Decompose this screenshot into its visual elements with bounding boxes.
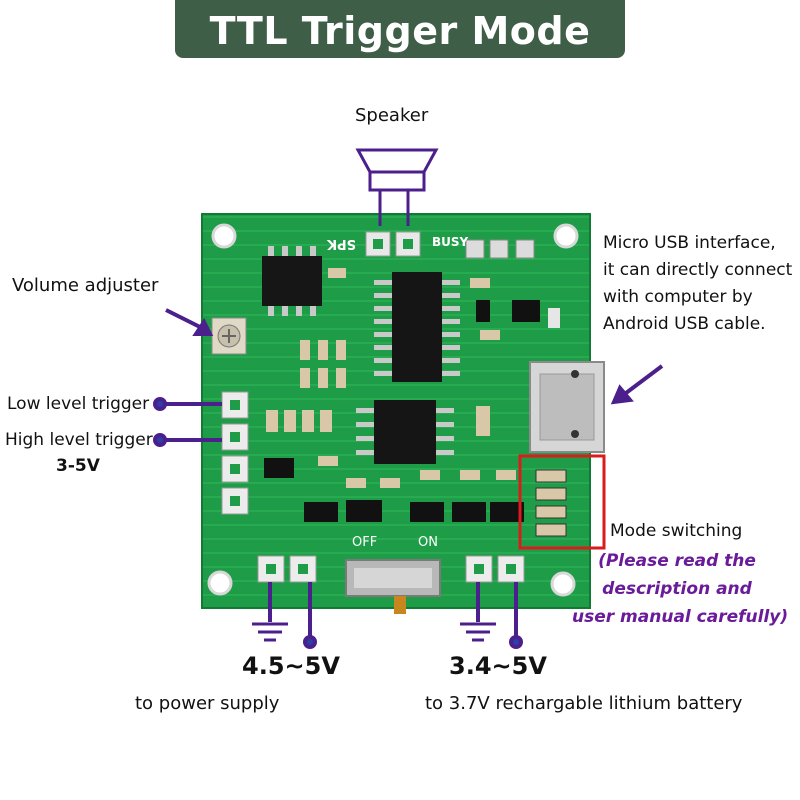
usb-line-2: it can directly connect	[603, 260, 793, 280]
usb-line-3: with computer by	[603, 287, 753, 307]
battery-caption: to 3.7V rechargable lithium battery	[425, 693, 743, 714]
mode-note-line-1: (Please read the	[598, 551, 756, 571]
micro-usb-connector	[529, 361, 605, 453]
usb-arrow	[620, 364, 664, 398]
power-voltage-label: 4.5~5V	[242, 652, 340, 680]
mode-highlight-box	[518, 454, 606, 550]
power-caption: to power supply	[135, 693, 280, 714]
smd-components	[264, 268, 560, 522]
arrows	[165, 308, 664, 405]
mode-switching-label: Mode switching	[610, 521, 743, 541]
mode-resistors	[535, 469, 567, 537]
silk-busy: BUSY	[432, 235, 469, 249]
speaker-icon	[355, 148, 439, 226]
trigger-pads	[221, 391, 249, 515]
ic-flash	[356, 400, 454, 464]
trigger-voltage-label: 3-5V	[56, 456, 100, 476]
silk-off: OFF	[352, 535, 377, 550]
potentiometer	[211, 317, 247, 355]
top-right-pads	[465, 239, 535, 259]
slide-switch	[345, 559, 441, 614]
usb-description: Micro USB interface, it can directly con…	[603, 230, 792, 338]
volume-adjuster-label: Volume adjuster	[12, 275, 159, 296]
speaker-label: Speaker	[355, 105, 429, 126]
trigger-leads	[153, 397, 222, 447]
usb-line-1: Micro USB interface,	[603, 233, 776, 253]
title-banner: TTL Trigger Mode	[175, 0, 625, 58]
mode-note-line-2: description and	[602, 579, 752, 599]
power-pads	[257, 555, 525, 583]
speaker-pads	[365, 231, 421, 257]
ic-main	[374, 272, 460, 382]
silk-spk: SPK	[326, 236, 356, 251]
page-title: TTL Trigger Mode	[209, 9, 591, 53]
power-leads	[252, 582, 523, 649]
low-level-trigger-label: Low level trigger	[7, 394, 150, 414]
high-level-trigger-label: High level trigger	[5, 430, 153, 450]
silk-on: ON	[418, 535, 438, 550]
usb-line-4: Android USB cable.	[603, 314, 766, 334]
mode-note: (Please read the description and user ma…	[572, 547, 789, 631]
ic-8pin	[262, 246, 322, 316]
mounting-holes	[207, 223, 579, 597]
mode-note-line-3: user manual carefully)	[572, 607, 789, 627]
battery-voltage-label: 3.4~5V	[449, 652, 547, 680]
